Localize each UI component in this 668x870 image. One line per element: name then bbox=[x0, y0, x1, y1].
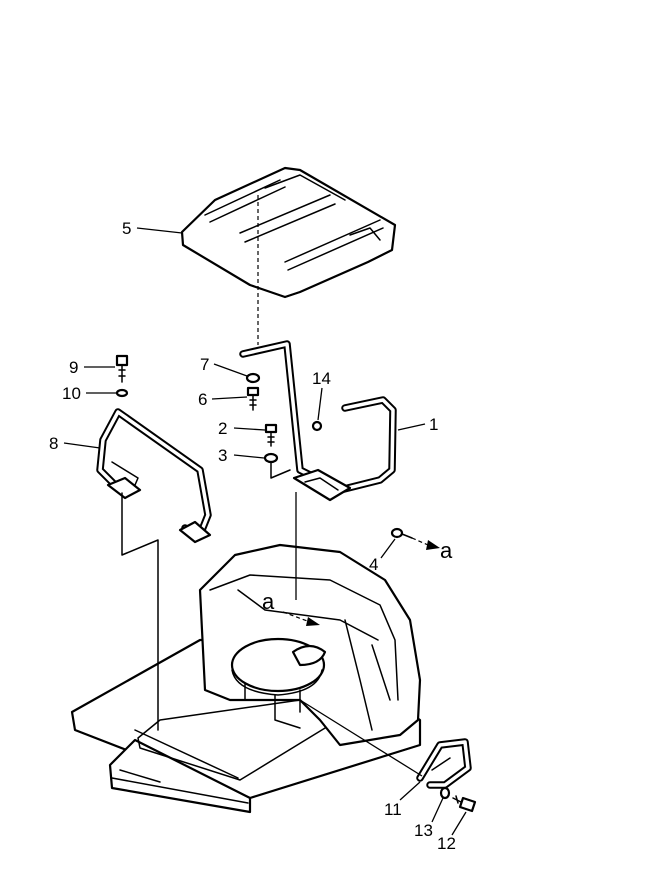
callout-13: 13 bbox=[414, 821, 433, 840]
callout-5: 5 bbox=[122, 219, 131, 238]
callout-11: 11 bbox=[384, 800, 402, 819]
plug-14 bbox=[311, 420, 323, 432]
callout-14: 14 bbox=[312, 369, 331, 388]
callout-3: 3 bbox=[218, 446, 227, 465]
callout-2: 2 bbox=[218, 419, 227, 438]
callout-10: 10 bbox=[62, 384, 81, 403]
callout-4: 4 bbox=[369, 555, 378, 574]
reference-arrow-a bbox=[282, 611, 320, 626]
callout-9: 9 bbox=[69, 358, 78, 377]
grab-handle-left bbox=[96, 408, 212, 731]
reference-mark-a-lower: a bbox=[262, 589, 275, 614]
callout-12: 12 bbox=[437, 834, 456, 853]
grab-handle-small bbox=[299, 699, 472, 789]
bolt-9 bbox=[115, 354, 129, 383]
bolt-6 bbox=[246, 386, 260, 411]
bolt-2 bbox=[264, 423, 278, 447]
callout-6: 6 bbox=[198, 390, 207, 409]
seat-cushion bbox=[230, 637, 327, 729]
callout-8: 8 bbox=[49, 434, 58, 453]
reference-mark-a-upper: a bbox=[440, 538, 453, 563]
top-cover bbox=[180, 166, 397, 345]
pin-4 bbox=[390, 527, 440, 550]
grab-handle-right bbox=[239, 340, 397, 600]
washer-10 bbox=[115, 388, 129, 398]
washer-7 bbox=[245, 372, 261, 384]
washer-13 bbox=[439, 786, 451, 800]
callout-1: 1 bbox=[429, 415, 438, 434]
leader-lines bbox=[63, 227, 467, 836]
callout-7: 7 bbox=[200, 355, 209, 374]
bolt-12 bbox=[452, 795, 477, 813]
washer-3 bbox=[263, 452, 291, 479]
